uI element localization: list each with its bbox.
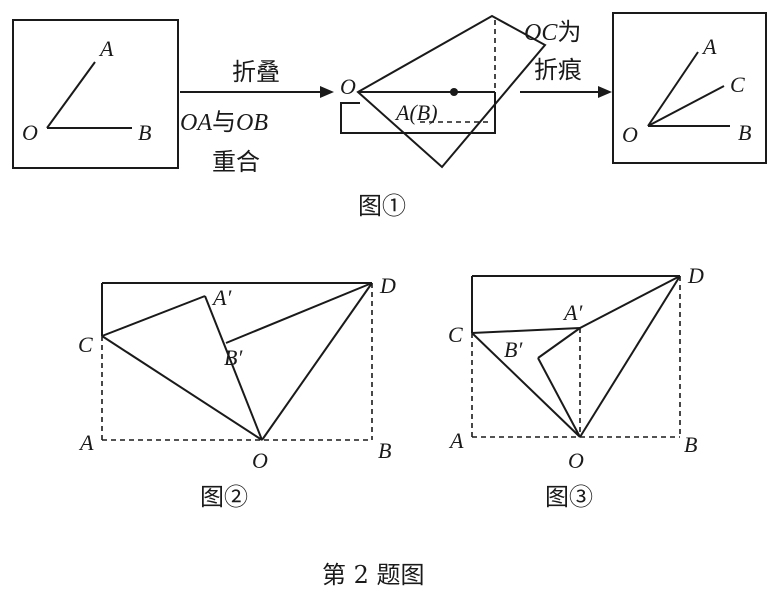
fig2-CA-prime bbox=[101, 295, 206, 337]
fig1-arrow1-text-top: 折叠 bbox=[232, 58, 280, 86]
fig1-arrow1-text-mid: OA与OB bbox=[180, 108, 268, 136]
fig2-D-B-prime bbox=[225, 282, 373, 344]
fig3-label-D: D bbox=[687, 263, 704, 288]
fig1-arrow1-head bbox=[320, 86, 334, 98]
fig1-arrow-crease: OC为 折痕 bbox=[520, 18, 612, 98]
fig1-mid-point-AB bbox=[450, 88, 458, 96]
fig1-arrow2-head bbox=[598, 86, 612, 98]
fig2-caption: 图② bbox=[200, 483, 248, 511]
fig1-right-ray-OC bbox=[647, 85, 725, 127]
fig1-right-panel: A C O B bbox=[612, 12, 767, 164]
fig1-mid-folded-sheet bbox=[356, 14, 547, 169]
fig3-label-C: C bbox=[448, 322, 463, 347]
fig3-A-prime-D bbox=[579, 275, 681, 329]
fig3-CA-prime bbox=[471, 327, 581, 334]
fig3-caption: 图③ bbox=[545, 483, 593, 511]
fig3-B-prime-O bbox=[537, 357, 581, 438]
fig3-label-O: O bbox=[568, 448, 584, 473]
fig2-label-B: B bbox=[378, 438, 391, 463]
fig2-A-prime-O bbox=[204, 295, 263, 441]
fig3-label-A: A bbox=[448, 428, 464, 453]
fig1-arrow1-text-OB: OB bbox=[236, 110, 268, 136]
fig1-mid-panel: O A(B) bbox=[340, 14, 547, 169]
fig1-arrow1-text-OA: OA bbox=[180, 110, 212, 136]
fig1-left-label-A: A bbox=[98, 36, 114, 61]
fig1-right-label-O: O bbox=[622, 122, 638, 147]
fig2-label-D: D bbox=[379, 273, 396, 298]
fig1-left-ray-OA bbox=[46, 61, 96, 129]
fig3-CO bbox=[471, 332, 581, 438]
fig2-label-C: C bbox=[78, 332, 93, 357]
fig1-mid-label-O: O bbox=[340, 74, 356, 99]
fig2: C A′ D B′ A O B bbox=[78, 273, 396, 473]
fig2-label-A: A bbox=[78, 430, 94, 455]
fig1-right-frame bbox=[612, 12, 767, 164]
fig1-arrow2-text-bottom: 折痕 bbox=[534, 56, 582, 84]
fig2-DO bbox=[261, 282, 373, 441]
fig2-CO bbox=[101, 335, 263, 441]
fig2-label-B-prime: B′ bbox=[224, 345, 243, 370]
fig1-arrow1-text-yu: 与 bbox=[212, 108, 236, 136]
fig1-mid-label-AB: A(B) bbox=[394, 100, 438, 125]
fig1-left-label-O: O bbox=[22, 120, 38, 145]
fig2-label-O: O bbox=[252, 448, 268, 473]
fig1-right-label-B: B bbox=[738, 120, 751, 145]
fig1-left-panel: A O B bbox=[12, 19, 179, 169]
fig1-left-label-B: B bbox=[138, 120, 151, 145]
fig3-B-prime-A-prime bbox=[537, 327, 581, 359]
fig3-label-B: B bbox=[684, 432, 697, 457]
main-caption: 第 2 题图 bbox=[322, 561, 425, 589]
fig1-right-label-C: C bbox=[730, 72, 745, 97]
fig3: C A′ D B′ A O B bbox=[448, 263, 704, 473]
fig1-arrow2-text-top: OC为 bbox=[524, 18, 581, 46]
fig1-arrow2-text-OC: OC bbox=[524, 20, 558, 46]
fig1-mid-lower-rect bbox=[340, 92, 496, 134]
fig1-left-frame bbox=[12, 19, 179, 169]
fig1-arrow-fold: 折叠 OA与OB 重合 bbox=[180, 58, 334, 176]
fig3-label-A-prime: A′ bbox=[562, 300, 583, 325]
fig1-arrow1-text-bottom: 重合 bbox=[212, 148, 260, 176]
fig1-right-label-A: A bbox=[701, 34, 717, 59]
fig2-label-A-prime: A′ bbox=[211, 285, 232, 310]
fig1-arrow2-text-wei: 为 bbox=[557, 18, 581, 46]
fig3-label-B-prime: B′ bbox=[504, 337, 523, 362]
fig3-DO bbox=[579, 275, 681, 438]
fig1-caption: 图① bbox=[358, 192, 406, 220]
fig1-right-ray-OA bbox=[647, 51, 699, 127]
